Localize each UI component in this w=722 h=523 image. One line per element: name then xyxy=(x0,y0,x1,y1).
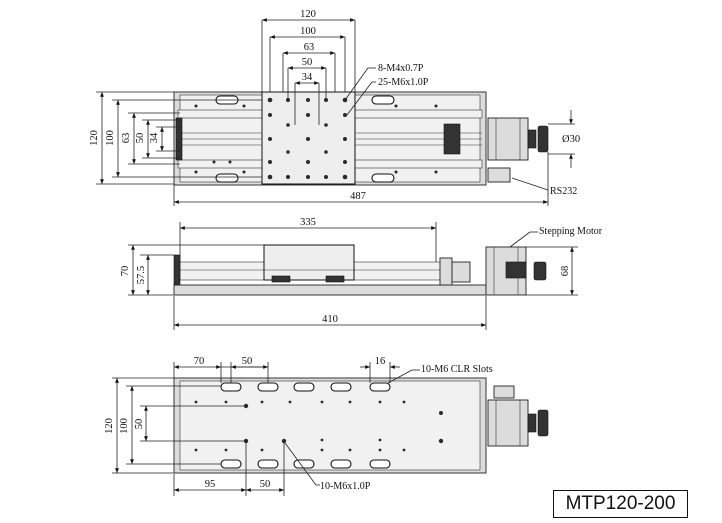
dim-stroke-335: 335 xyxy=(300,217,316,228)
side-carriage-block xyxy=(325,275,345,283)
side-coupler xyxy=(451,261,471,283)
dim-motor-68: 68 xyxy=(560,266,571,277)
callout-m6-bottom: 10-M6x1.0P xyxy=(320,481,371,492)
dim-top-h34: 34 xyxy=(149,132,160,143)
callout-stepping-motor: Stepping Motor xyxy=(539,226,603,237)
dim-top-63: 63 xyxy=(304,42,315,53)
dim-top-h50: 50 xyxy=(135,133,146,144)
dim-bottom-50-top: 50 xyxy=(242,356,253,367)
side-carriage-block xyxy=(271,275,291,283)
dim-top-100: 100 xyxy=(300,26,316,37)
top-motor-shaft xyxy=(527,129,537,149)
bottom-base-inner xyxy=(179,380,481,471)
callout-clr-slots: 10-M6 CLR Slots xyxy=(421,364,493,375)
side-knob xyxy=(533,261,547,281)
top-end-block-left xyxy=(175,117,183,161)
bottom-connector xyxy=(493,385,515,399)
top-base-holes xyxy=(194,104,438,174)
clr-slots xyxy=(220,382,391,469)
dim-total-length: 487 xyxy=(350,191,366,202)
top-carriage-holes xyxy=(267,97,348,180)
dim-side-57-5: 57.5 xyxy=(136,266,147,284)
side-end-plate-right xyxy=(439,257,453,286)
dim-top-h100: 100 xyxy=(105,130,116,146)
top-view: 120 100 63 50 34 120 100 63 50 34 487 xyxy=(89,9,580,206)
side-end-plate-left xyxy=(173,254,181,286)
bottom-view: 70 50 16 10-M6 CLR Slots 120 100 50 95 5… xyxy=(104,356,549,496)
side-carriage xyxy=(263,244,355,281)
side-view: 335 70 57.5 410 68 Stepping Motor xyxy=(120,217,603,330)
top-slot xyxy=(215,173,239,183)
dim-top-34: 34 xyxy=(302,72,313,83)
dim-bottom-50-bottom: 50 xyxy=(260,479,271,490)
dim-top-120: 120 xyxy=(300,9,316,20)
rs232-connector xyxy=(487,167,511,183)
bottom-motor-body xyxy=(487,399,529,447)
top-slot xyxy=(371,95,395,105)
dim-bottom-16: 16 xyxy=(375,356,386,367)
dim-bottom-h50: 50 xyxy=(134,419,145,430)
bottom-motor-shaft xyxy=(527,413,537,433)
dim-bottom-70: 70 xyxy=(194,356,205,367)
top-slot xyxy=(371,173,395,183)
dim-bottom-h120: 120 xyxy=(104,418,115,434)
dim-bottom-95: 95 xyxy=(205,479,216,490)
callout-m6: 25-M6x1.0P xyxy=(378,77,429,88)
callout-m4: 8-M4x0.7P xyxy=(378,63,424,74)
side-base xyxy=(173,284,487,296)
model-title: MTP120-200 xyxy=(553,490,688,518)
dim-top-50: 50 xyxy=(302,57,313,68)
top-motor-body xyxy=(487,117,529,161)
dim-top-h63: 63 xyxy=(121,133,132,144)
top-knob xyxy=(537,125,549,153)
callout-rs232: RS232 xyxy=(550,186,577,197)
dim-base-410: 410 xyxy=(322,314,338,325)
top-coupler xyxy=(443,123,461,155)
dim-side-70: 70 xyxy=(120,266,131,277)
dim-bottom-h100: 100 xyxy=(119,418,130,434)
side-motor-shaft xyxy=(505,261,527,279)
bottom-knob xyxy=(537,409,549,437)
dim-top-h120: 120 xyxy=(89,130,100,146)
dim-knob-diameter: Ø30 xyxy=(562,134,580,145)
